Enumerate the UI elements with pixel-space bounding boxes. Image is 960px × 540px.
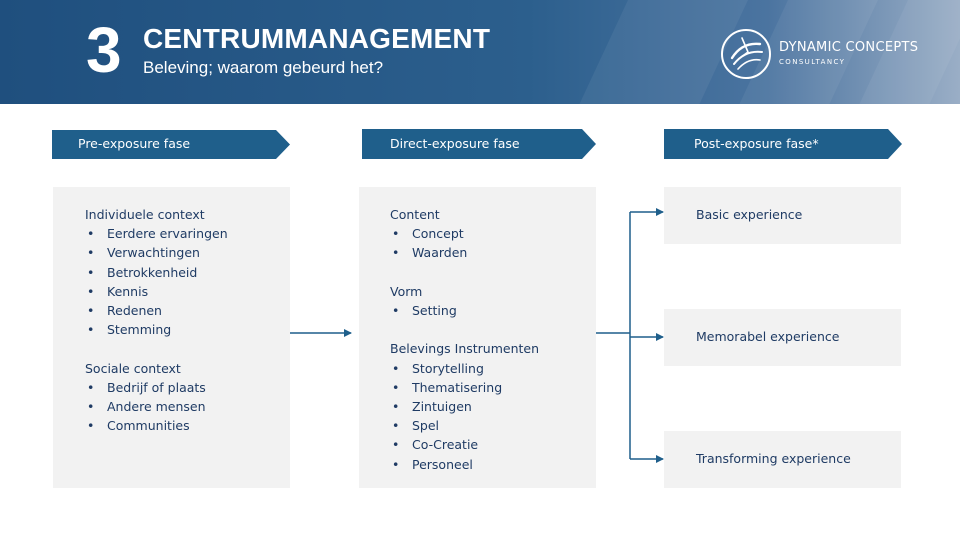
logo-swirl-icon (721, 29, 771, 79)
content-heading: Content (390, 207, 440, 222)
individual-context-heading: Individuele context (85, 207, 205, 222)
transforming-experience-label: Transforming experience (696, 451, 851, 466)
phase-direct-exposure: Direct-exposure fase (362, 129, 596, 159)
vorm-heading: Vorm (390, 283, 423, 299)
list-item: Setting (390, 301, 539, 320)
list-item: Co-Creatie (390, 435, 539, 454)
instruments-heading: Belevings Instrumenten (390, 341, 540, 357)
logo-tagline: CONSULTANCY (779, 58, 846, 66)
list-item: Bedrijf of plaats (85, 378, 228, 397)
page-subtitle: Beleving; waarom gebeurd het? (143, 58, 384, 77)
list-item: Redenen (85, 301, 228, 320)
list-item: Waarden (390, 243, 539, 262)
section-number: 3 (86, 14, 122, 86)
transforming-experience-box (664, 431, 901, 488)
company-logo: DYNAMIC CONCEPTS CONSULTANCY (720, 28, 920, 84)
logo-name: DYNAMIC CONCEPTS (779, 40, 919, 55)
list-item: Communities (85, 416, 228, 435)
list-item: Andere mensen (85, 397, 228, 416)
list-item: Kennis (85, 282, 228, 301)
list-item: Concept (390, 224, 539, 243)
phase-post-exposure: Post-exposure fase* (664, 129, 902, 159)
page-title: CENTRUMMANAGEMENT (143, 23, 491, 54)
list-item: Zintuigen (390, 397, 539, 416)
memorable-experience-label: Memorabel experience (696, 329, 840, 344)
memorable-experience-box (664, 309, 901, 366)
basic-experience-label: Basic experience (696, 207, 803, 222)
list-item: Eerdere ervaringen (85, 224, 228, 243)
list-item: Spel (390, 416, 539, 435)
list-item: Personeel (390, 455, 539, 474)
list-item: Verwachtingen (85, 243, 228, 262)
list-item: Stemming (85, 320, 228, 339)
social-context-heading: Sociale context (85, 360, 181, 376)
basic-experience-box (664, 187, 901, 244)
direct-exposure-text: Content Concept Waarden Vorm Setting Bel… (390, 205, 539, 474)
list-item: Betrokkenheid (85, 263, 228, 282)
header-banner: 3 CENTRUMMANAGEMENT Beleving; waarom geb… (0, 0, 960, 104)
list-item: Thematisering (390, 378, 539, 397)
phase-pre-exposure: Pre-exposure fase (52, 130, 290, 159)
list-item: Storytelling (390, 359, 539, 378)
pre-exposure-text: Individuele context Eerdere ervaringen V… (85, 205, 228, 436)
